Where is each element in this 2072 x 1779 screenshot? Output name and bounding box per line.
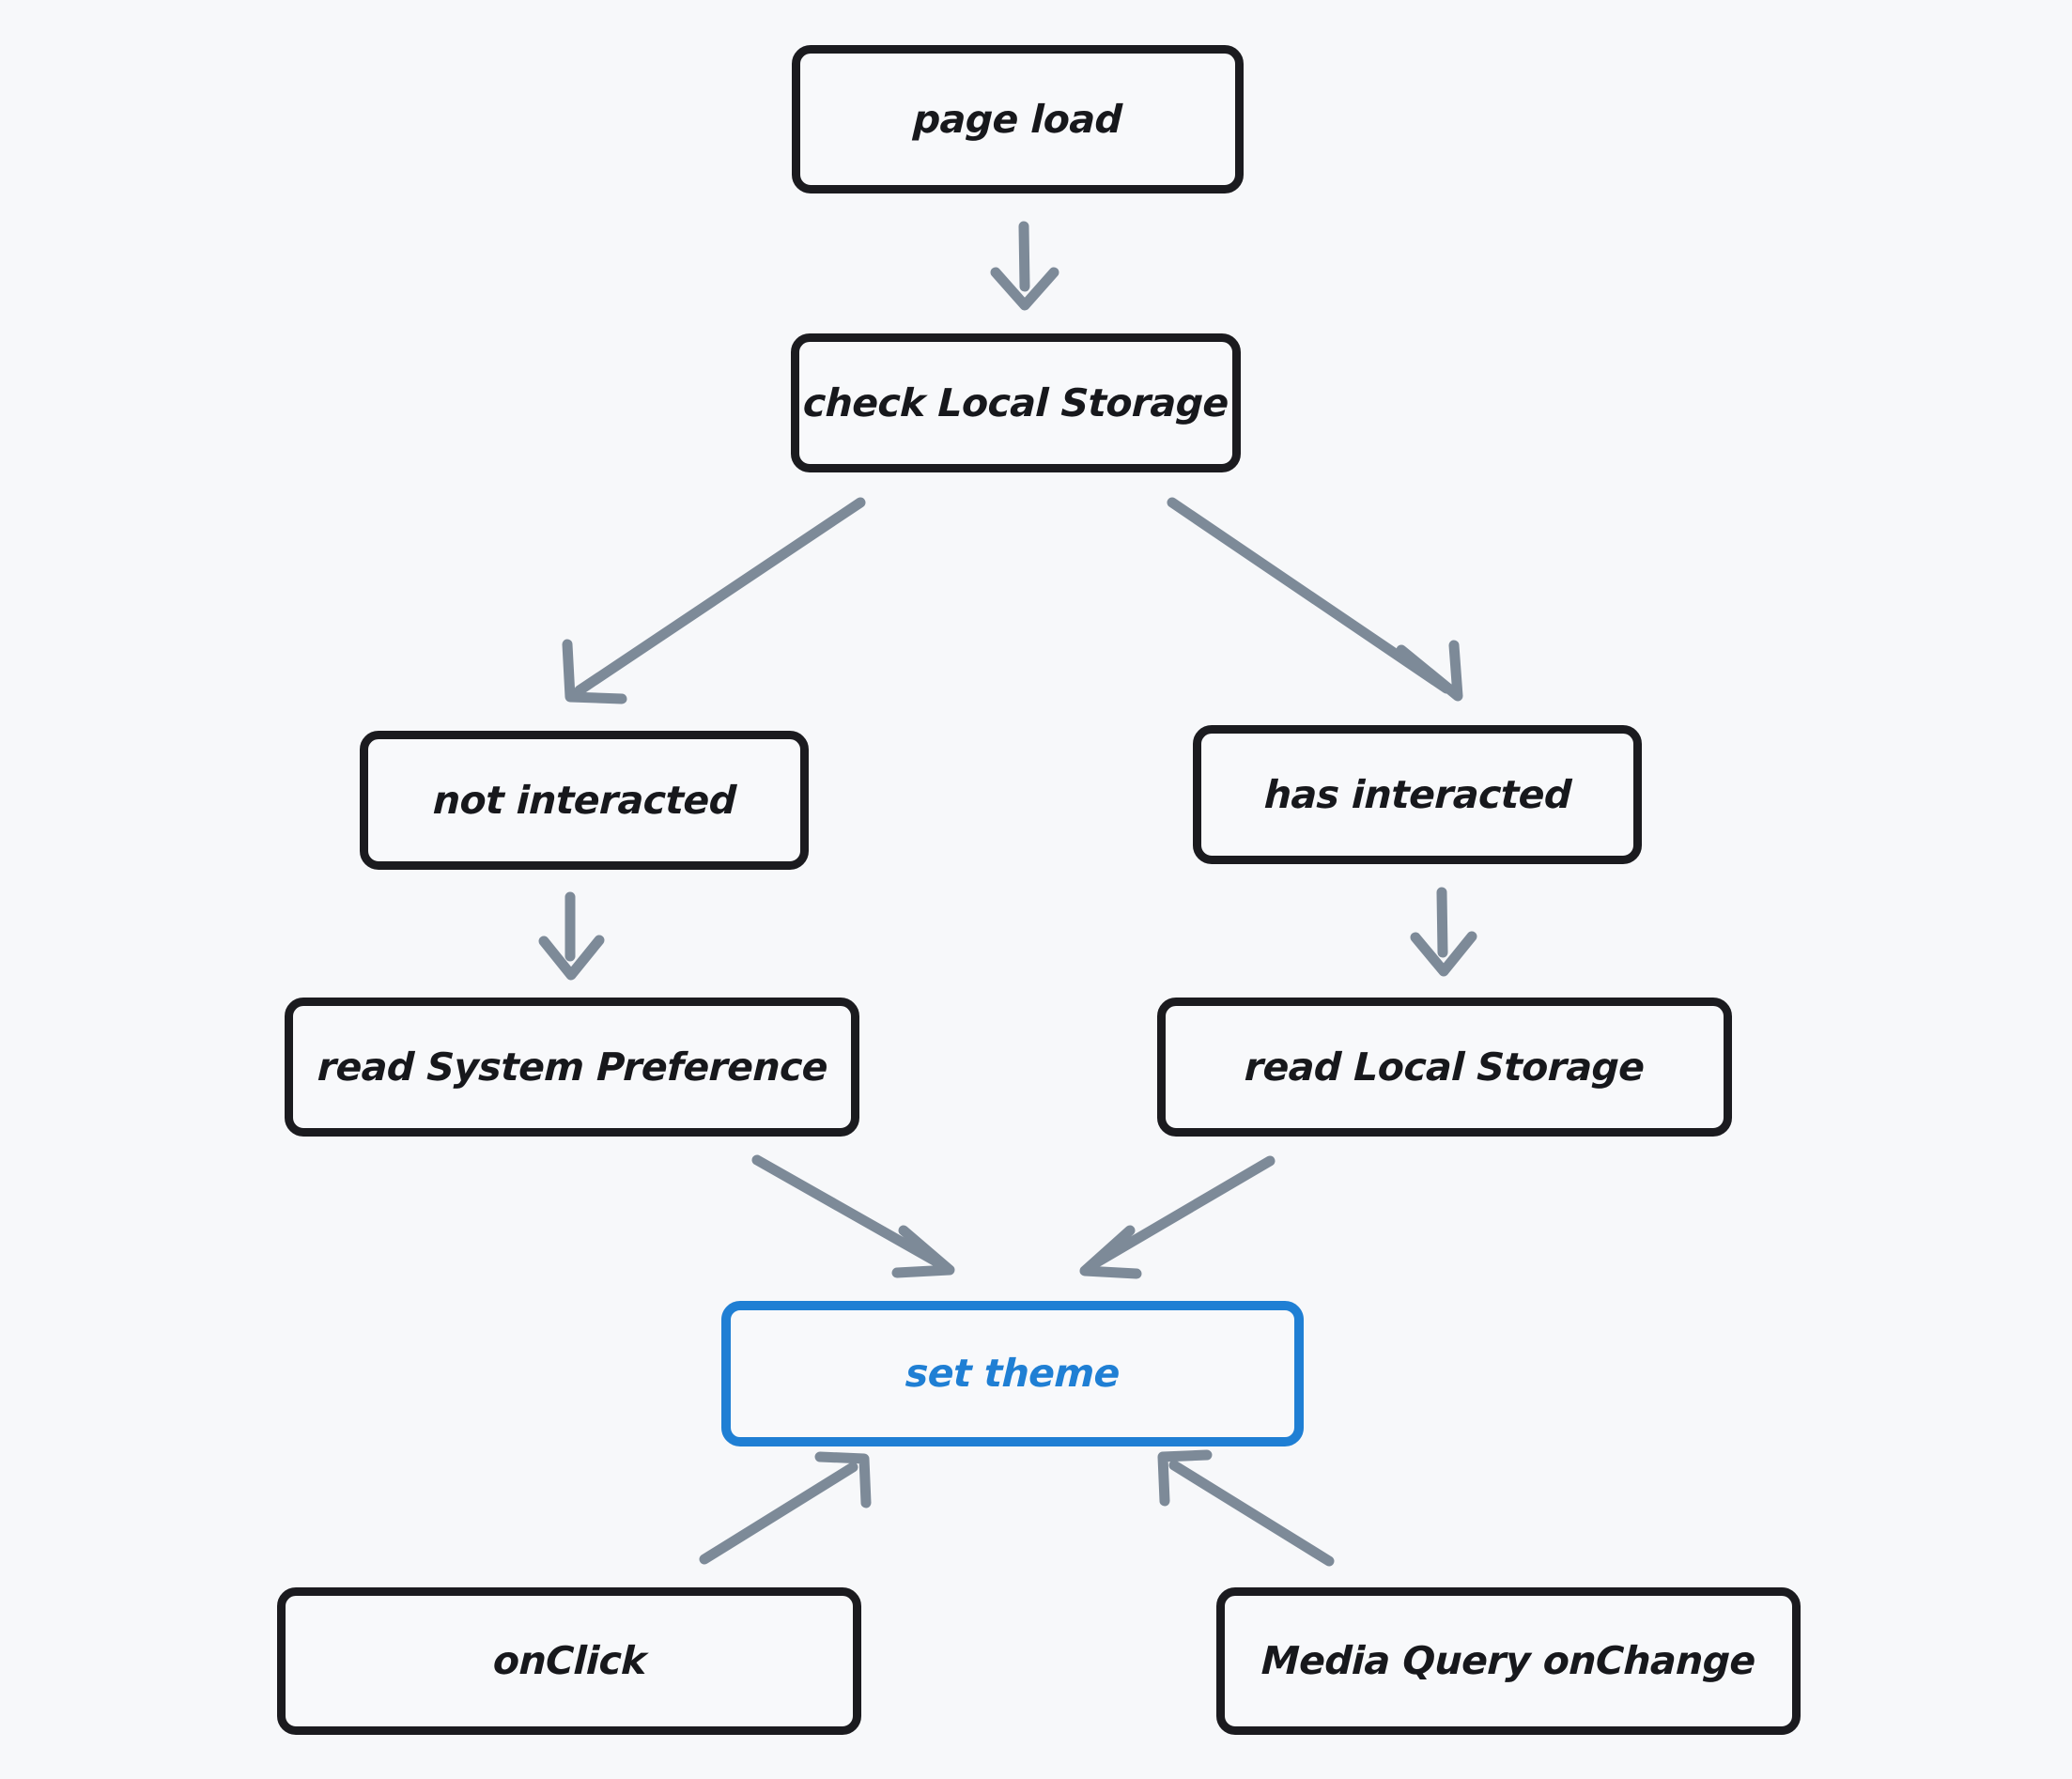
edge-check-local-storage-to-not-interacted: [562, 497, 866, 704]
edge-media-query-to-set-theme: [1157, 1449, 1335, 1567]
node-label-read-system-preference: read System Preference: [316, 1044, 828, 1090]
node-read-local-storage[interactable]: read Local Storage: [1157, 998, 1732, 1137]
node-label-page-load: page load: [912, 96, 1123, 142]
edge-onclick-to-set-theme: [699, 1451, 872, 1565]
node-page-load[interactable]: page load: [792, 45, 1244, 193]
node-label-not-interacted: not interacted: [431, 777, 737, 823]
edge-check-local-storage-to-has-interacted: [1167, 497, 1463, 702]
node-label-media-query-onchange: Media Query onChange: [1260, 1638, 1756, 1683]
edge-read-system-preference-to-set-theme: [751, 1154, 955, 1278]
node-has-interacted[interactable]: has interacted: [1193, 725, 1642, 864]
node-set-theme[interactable]: set theme: [721, 1301, 1304, 1446]
node-label-set-theme: set theme: [905, 1351, 1121, 1396]
node-check-local-storage[interactable]: check Local Storage: [791, 333, 1241, 472]
node-label-check-local-storage: check Local Storage: [802, 379, 1229, 425]
node-read-system-preference[interactable]: read System Preference: [285, 998, 859, 1137]
node-label-read-local-storage: read Local Storage: [1244, 1044, 1646, 1090]
edge-page-load-to-check-local-storage: [990, 221, 1059, 311]
node-onclick[interactable]: onClick: [277, 1587, 861, 1735]
node-media-query-onchange[interactable]: Media Query onChange: [1216, 1587, 1801, 1735]
node-label-has-interacted: has interacted: [1262, 771, 1572, 817]
edge-read-local-storage-to-set-theme: [1079, 1155, 1276, 1279]
node-not-interacted[interactable]: not interacted: [360, 731, 809, 870]
node-label-onclick: onClick: [491, 1638, 647, 1683]
edge-not-interacted-to-read-system-preference: [538, 891, 605, 981]
edge-has-interacted-to-read-local-storage: [1410, 887, 1477, 977]
